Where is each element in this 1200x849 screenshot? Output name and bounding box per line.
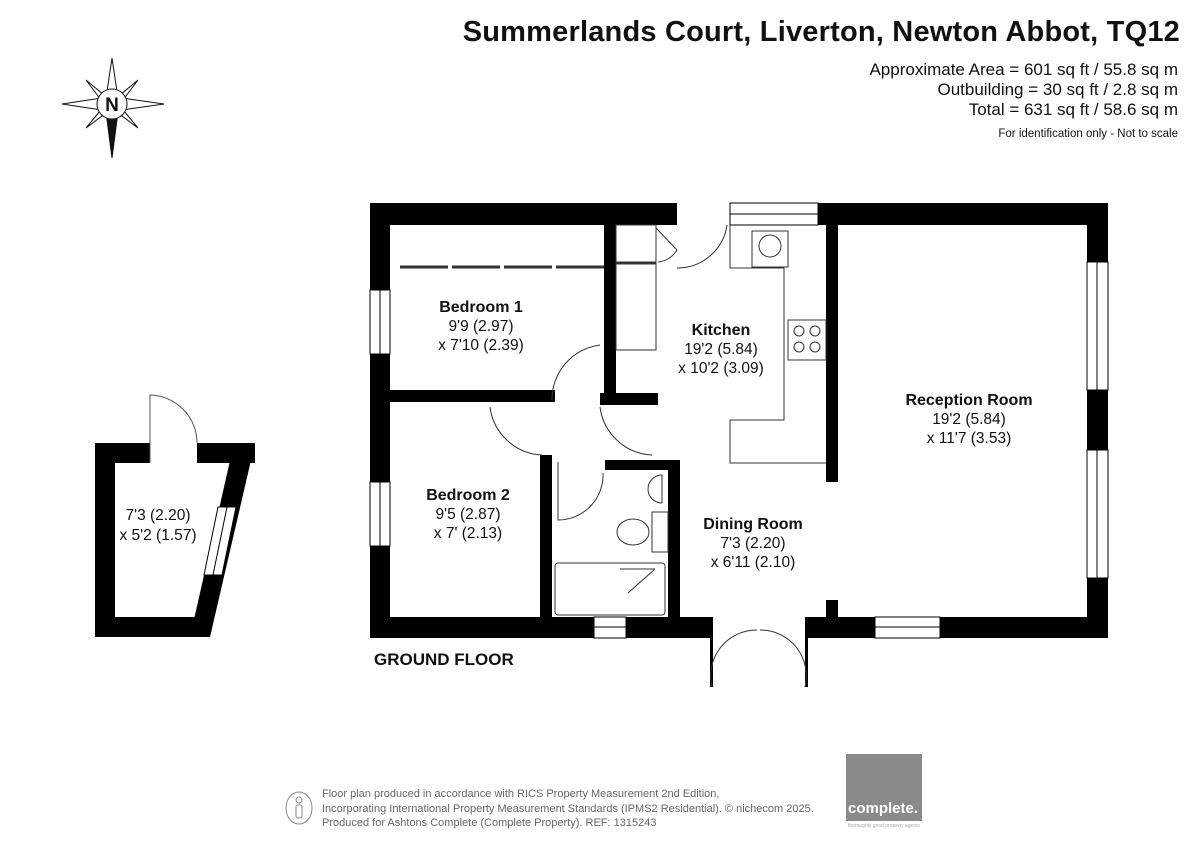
windows <box>369 261 1109 639</box>
scale-note: For identification only - Not to scale <box>998 128 1178 140</box>
room-bedroom1: Bedroom 1 9'9 (2.97) x 7'10 (2.39) <box>438 299 524 354</box>
outbuilding-dim2: x 5'2 (1.57) <box>119 527 196 544</box>
room-name: Reception Room <box>905 392 1032 409</box>
room-bedroom2: Bedroom 2 9'5 (2.87) x 7' (2.13) <box>426 487 510 542</box>
floor-label: GROUND FLOOR <box>374 650 514 669</box>
room-dim2: x 7'10 (2.39) <box>438 337 524 354</box>
room-reception: Reception Room 19'2 (5.84) x 11'7 (3.53) <box>905 392 1032 447</box>
compass-icon: N <box>61 57 165 159</box>
footer-line1: Floor plan produced in accordance with R… <box>322 788 720 800</box>
person-icon <box>285 791 313 825</box>
room-name: Dining Room <box>703 516 803 533</box>
room-dim1: 7'3 (2.20) <box>721 535 786 552</box>
agent-logo: complete. <box>846 754 922 821</box>
fixtures <box>400 224 827 688</box>
room-dim1: 19'2 (5.84) <box>684 341 758 358</box>
logo-tagline: thoroughly good property agents <box>848 823 920 829</box>
footer-disclaimer: Floor plan produced in accordance with R… <box>322 787 814 831</box>
room-dim2: x 6'11 (2.10) <box>711 554 796 571</box>
room-dim2: x 7' (2.13) <box>434 525 502 542</box>
room-dim1: 9'5 (2.87) <box>436 506 501 523</box>
outbuilding-area: Outbuilding = 30 sq ft / 2.8 sq m <box>937 80 1179 99</box>
total-area: Total = 631 sq ft / 58.6 sq m <box>968 100 1178 119</box>
room-dim1: 19'2 (5.84) <box>932 411 1006 428</box>
footer-line3: Produced for Ashtons Complete (Complete … <box>322 817 657 829</box>
room-name: Bedroom 1 <box>439 299 523 316</box>
room-dim2: x 11'7 (3.53) <box>927 430 1012 447</box>
outbuilding: 7'3 (2.20) x 5'2 (1.57) <box>95 394 255 637</box>
room-name: Kitchen <box>692 322 751 339</box>
room-dining: Dining Room 7'3 (2.20) x 6'11 (2.10) <box>703 516 803 571</box>
property-title: Summerlands Court, Liverton, Newton Abbo… <box>462 16 1180 48</box>
area-summary: Approximate Area = 601 sq ft / 55.8 sq m… <box>869 60 1178 144</box>
room-name: Bedroom 2 <box>426 487 510 504</box>
compass-north-label: N <box>105 95 119 116</box>
room-dim1: 9'9 (2.97) <box>449 318 514 335</box>
room-dim2: x 10'2 (3.09) <box>678 360 764 377</box>
footer-line2: Incorporating International Property Mea… <box>322 802 814 815</box>
room-kitchen: Kitchen 19'2 (5.84) x 10'2 (3.09) <box>678 322 764 377</box>
outbuilding-dim1: 7'3 (2.20) <box>126 507 191 524</box>
logo-name: complete. <box>848 800 919 817</box>
approximate-area: Approximate Area = 601 sq ft / 55.8 sq m <box>869 60 1178 79</box>
